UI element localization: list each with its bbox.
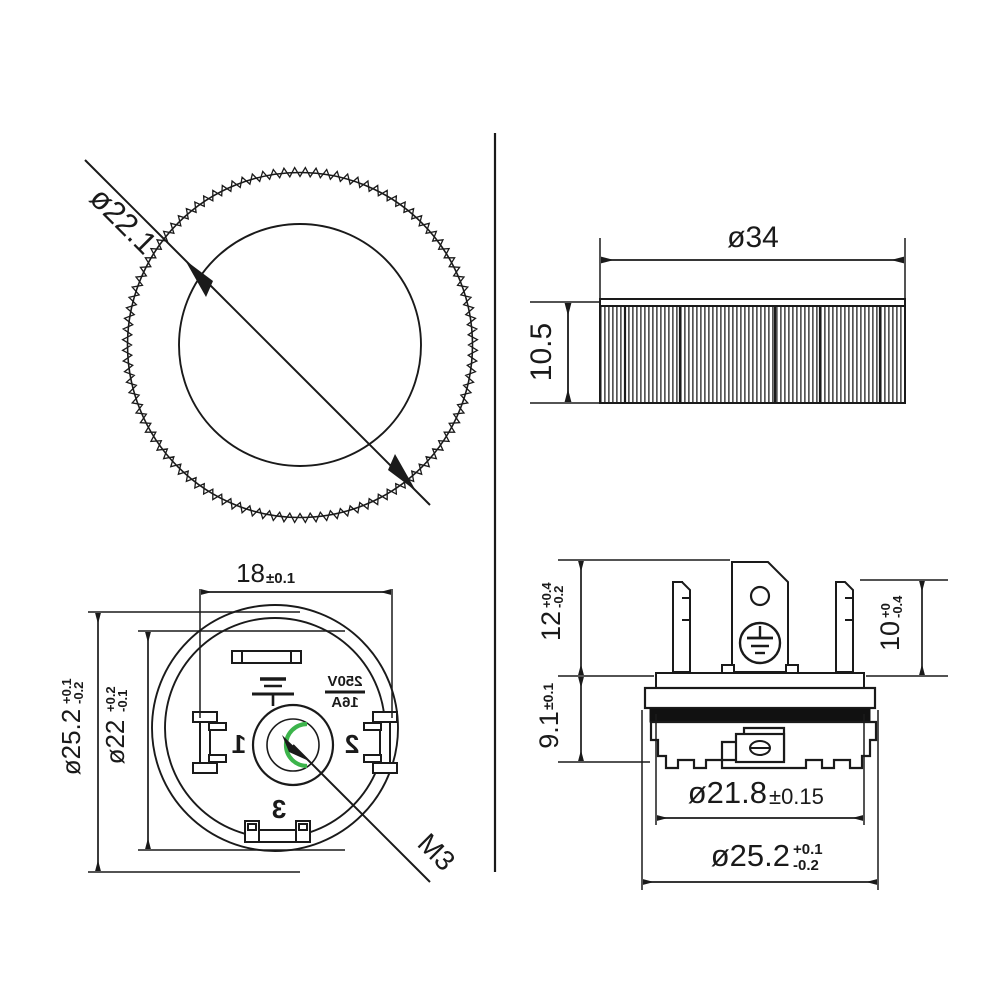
cap-top-lip [599, 298, 906, 307]
rear-outer-diameter-label-group: ø25.2 +0.1 -0.2 [56, 678, 86, 775]
flange-diameter-label: ø25.2 [711, 838, 790, 873]
knurled-rim [121, 166, 479, 524]
rear-mid-diameter-tol-upper: +0.2 [103, 686, 118, 712]
right-pin [835, 581, 854, 673]
center-boss-inner [266, 718, 320, 772]
center-boss-outer [251, 703, 335, 787]
m3-thread-callout: M3 [412, 827, 461, 876]
terminal-top-bar [231, 650, 302, 664]
body-height-tolerance: ±0.1 [540, 683, 556, 710]
connector-front-view: 12 +0.4 -0.2 9.1 ±0.1 10 +0 [534, 559, 948, 890]
earth-ground-symbol [252, 677, 294, 706]
rear-mid-diameter-dimension [138, 630, 345, 851]
cap-width-label: ø34 [727, 221, 779, 254]
rear-outer-diameter-tol-upper: +0.1 [59, 678, 74, 704]
rear-width-label: 18 [236, 558, 265, 588]
rear-outer-diameter-dimension [88, 611, 300, 873]
flange-plate [643, 686, 877, 710]
connector-rear-view: M3 250V 16A [56, 558, 461, 883]
terminal-1-label: 1 [232, 729, 246, 759]
terminal-2-label: 2 [345, 729, 359, 759]
body-height-dimension [558, 677, 650, 763]
cap-body [599, 302, 906, 404]
flange-diameter-tol-upper: +0.1 [793, 841, 823, 858]
earth-ground-symbol-front [738, 621, 782, 665]
cap-height-dimension [530, 301, 600, 404]
terminal-1-blade [192, 711, 227, 774]
flange-diameter-label-group: ø25.2 +0.1 -0.2 [711, 838, 823, 874]
rating-voltage: 250V [327, 673, 362, 690]
sealing-gasket [649, 708, 871, 723]
outer-flange-circle [151, 604, 399, 852]
tab-height-dimension [558, 559, 730, 677]
rating-current: 16A [331, 694, 359, 711]
cap-height-label: 10.5 [525, 323, 558, 381]
pin-height-label: 10 [875, 621, 905, 651]
pin-height-tol-lower: -0.4 [890, 595, 905, 618]
inner-diameter-label-group: ø21.8 ±0.15 [688, 775, 824, 810]
flange-diameter-tol-lower: -0.2 [793, 857, 819, 874]
bore-circle [178, 223, 422, 467]
rear-mid-diameter-label: ø22 [100, 720, 130, 765]
inner-diameter-label: ø21.8 [688, 775, 767, 810]
m3-leader [282, 735, 431, 883]
knurled-cap-side-view: ø34 10.5 [525, 221, 906, 404]
pin-height-label-group: 10 +0 -0.4 [875, 595, 905, 651]
earth-tab-hole [749, 585, 771, 607]
pin-height-dimension [860, 579, 948, 677]
diameter-dimension-leader [84, 159, 431, 506]
left-pin [672, 581, 691, 673]
m3-thread-arc [283, 721, 308, 769]
tab-height-tol-lower: -0.2 [551, 586, 566, 608]
tab-height-label-group: 12 +0.4 -0.2 [536, 582, 566, 641]
rating-marking: 250V 16A [325, 673, 365, 711]
rear-width-dimension [199, 589, 393, 718]
body-height-label-group: 9.1 ±0.1 [534, 683, 564, 749]
tab-height-label: 12 [536, 611, 566, 641]
rear-width-label-group: 18 ±0.1 [236, 558, 295, 588]
rear-mid-diameter-tol-lower: -0.1 [115, 690, 130, 712]
pin-height-tol-upper: +0 [878, 603, 893, 618]
cap-width-dimension [599, 238, 906, 300]
body-height-label: 9.1 [534, 711, 564, 749]
inner-diameter-dimension [655, 714, 865, 825]
terminal-3-blade [244, 820, 311, 843]
tab-height-tol-upper: +0.4 [539, 582, 554, 608]
flange-plate-top [655, 672, 865, 689]
terminal-2-blade [363, 711, 398, 774]
rear-outer-diameter-label: ø25.2 [56, 709, 86, 776]
rear-width-tolerance: ±0.1 [266, 570, 295, 587]
inner-diameter-tolerance: ±0.15 [769, 784, 824, 809]
terminal-3-label: 3 [272, 794, 286, 824]
flange-diameter-dimension [641, 710, 879, 890]
rear-mid-diameter-label-group: ø22 +0.2 -0.1 [100, 686, 130, 764]
knurled-cap-top-view: ø22.1 [83, 159, 479, 524]
knurl-separators [623, 306, 882, 403]
rear-outer-diameter-tol-lower: -0.2 [71, 682, 86, 704]
